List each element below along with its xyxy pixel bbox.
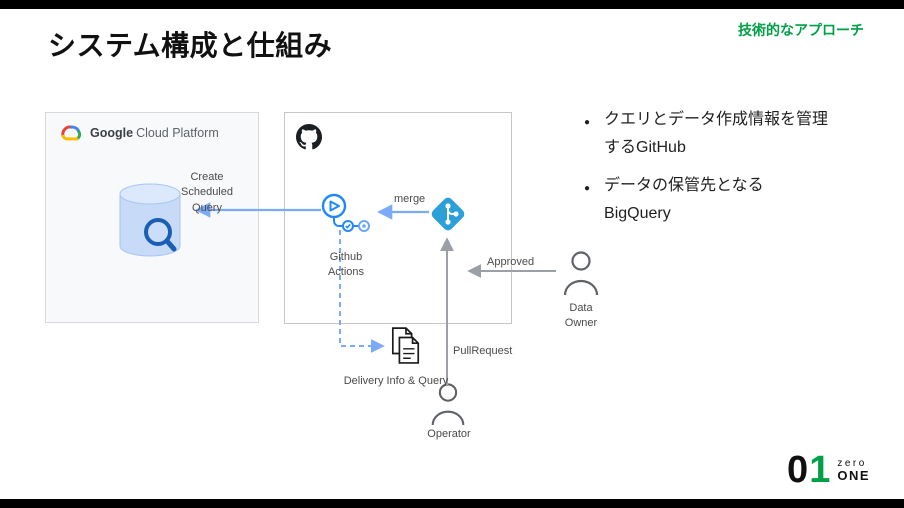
gcp-brand-rest: Cloud Platform <box>136 126 219 140</box>
top-border-bar <box>0 0 904 9</box>
label-github-actions: Github Actions <box>327 251 365 279</box>
bullet-list: ● クエリとデータ作成情報を管理 するGitHub ● データの保管先となる B… <box>584 106 886 238</box>
list-item: ● データの保管先となる BigQuery <box>584 172 886 228</box>
data-owner-icon <box>562 250 600 296</box>
logo-one-text: ONE <box>837 467 870 483</box>
label-merge: merge <box>394 193 426 205</box>
document-icon <box>390 326 422 366</box>
bigquery-icon <box>118 182 182 262</box>
logo-digit-one: 1 <box>809 449 831 491</box>
bullet-text-bigquery: データの保管先となる BigQuery <box>604 177 764 222</box>
bottom-border-bar <box>0 499 904 508</box>
github-icon <box>296 124 322 150</box>
logo-digit-zero: 0 <box>787 449 809 491</box>
gcp-cloud-icon <box>58 123 84 143</box>
operator-icon <box>429 382 467 426</box>
git-merge-icon <box>428 194 468 234</box>
bullet-dot: ● <box>584 117 591 128</box>
label-delivery-info: Delivery Info & Query <box>343 375 449 387</box>
bullet-text-github: クエリとデータ作成情報を管理 するGitHub <box>604 111 829 156</box>
label-data-owner: Data Owner <box>564 302 598 330</box>
page-title: システム構成と仕組み <box>48 30 333 61</box>
label-pull-request: PullRequest <box>453 345 513 357</box>
zeroone-logo: 0 1 zero ONE <box>787 449 870 492</box>
bullet-dot: ● <box>584 183 591 194</box>
list-item: ● クエリとデータ作成情報を管理 するGitHub <box>584 106 886 162</box>
gcp-brand-bold: Google <box>90 126 134 140</box>
label-create-scheduled-query: Create Scheduled Query <box>181 171 233 214</box>
logo-wordmark: zero ONE <box>837 458 870 483</box>
label-operator: Operator <box>427 428 471 440</box>
section-tag: 技術的なアプローチ <box>738 22 864 38</box>
label-approved: Approved <box>487 256 535 268</box>
github-panel <box>284 112 512 324</box>
logo-zero-text: zero <box>837 457 867 469</box>
github-actions-icon <box>318 190 374 236</box>
